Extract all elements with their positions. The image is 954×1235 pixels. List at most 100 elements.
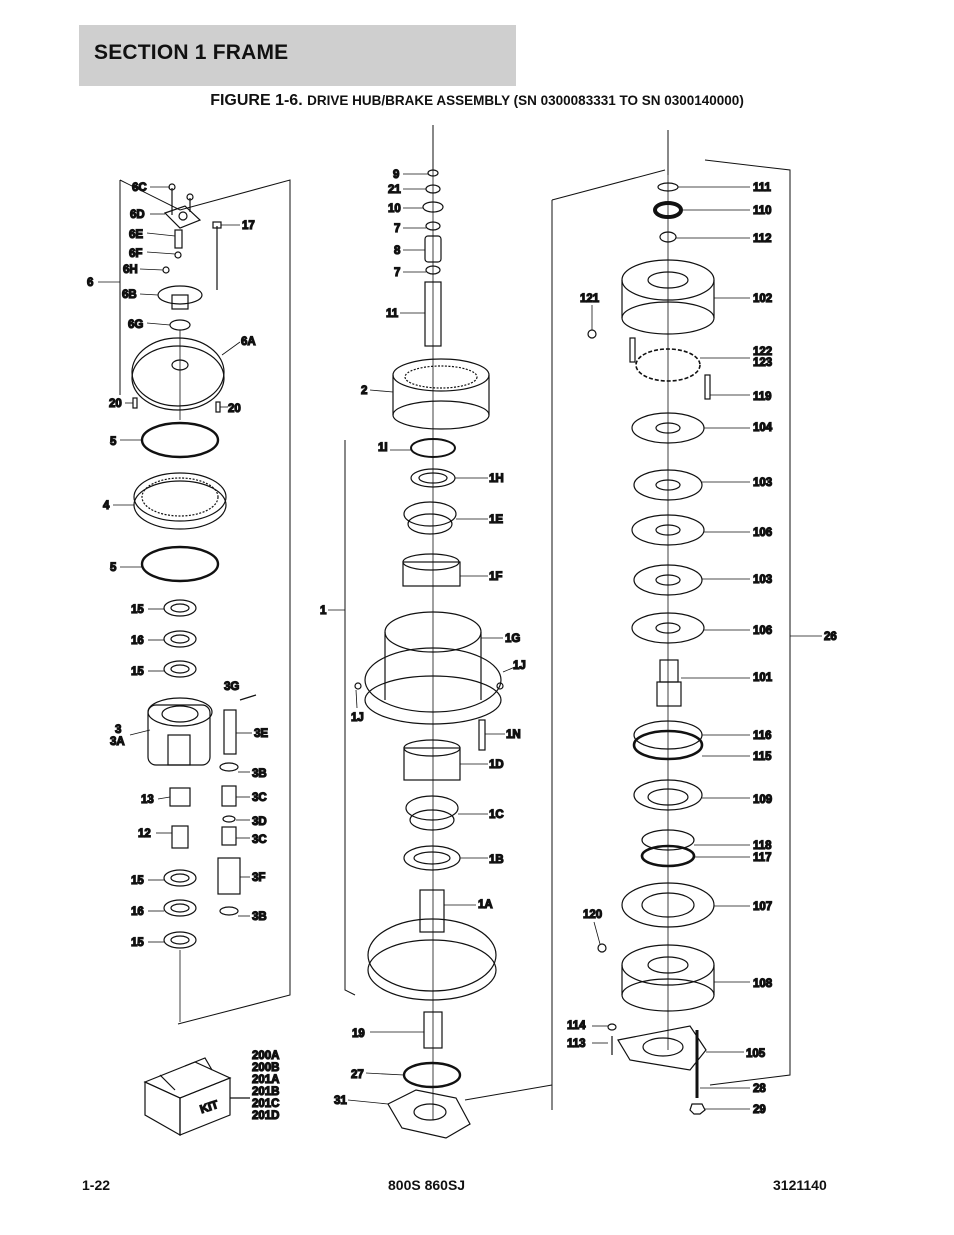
callout-1: 1: [320, 605, 327, 617]
callout-5-lower: 5: [110, 562, 117, 574]
callout-111: 111: [753, 182, 772, 194]
callout-115: 115: [753, 751, 772, 763]
callout-1e: 1E: [489, 514, 503, 526]
callout-27: 27: [351, 1069, 364, 1081]
callout-3b-b: 3B: [252, 911, 267, 923]
callout-labels: 6C 6D 6E 6F 6H 6 6B 6G 17 6A 20 20 5 4 5…: [86, 168, 837, 1122]
callout-120: 120: [583, 909, 602, 921]
callout-107: 107: [753, 901, 772, 913]
callout-7-b: 7: [394, 267, 400, 279]
callout-6c: 6C: [132, 182, 147, 194]
callout-12: 12: [138, 828, 151, 840]
callout-122: 122: [753, 346, 772, 358]
callout-201d: 201D: [252, 1110, 280, 1122]
document-number: 3121140: [773, 1177, 827, 1193]
callout-116: 116: [753, 730, 772, 742]
callout-108: 108: [753, 978, 773, 990]
section-title: SECTION 1 FRAME: [94, 41, 289, 64]
callout-6d: 6D: [130, 209, 145, 221]
callout-114: 114: [567, 1020, 586, 1032]
callout-28: 28: [753, 1083, 766, 1095]
callout-6b: 6B: [122, 289, 137, 301]
callout-3d: 3D: [252, 816, 267, 828]
callout-16-a: 16: [131, 635, 144, 647]
callout-1i: 1I: [378, 442, 388, 454]
callout-2: 2: [361, 385, 367, 397]
callout-9: 9: [393, 169, 399, 181]
callout-1j-right: 1J: [513, 660, 526, 672]
callout-1a: 1A: [478, 899, 493, 911]
callout-113: 113: [567, 1038, 586, 1050]
callout-6e: 6E: [129, 229, 143, 241]
callout-29: 29: [753, 1104, 766, 1116]
callout-1c: 1C: [489, 809, 504, 821]
callout-21: 21: [388, 184, 401, 196]
callout-3a: 3A: [110, 736, 125, 748]
assembly-frame-lines: [119, 125, 791, 1110]
callout-6g: 6G: [128, 319, 143, 331]
model-number: 800S 860SJ: [388, 1177, 466, 1193]
callout-118: 118: [753, 840, 772, 852]
callout-3f: 3F: [252, 872, 265, 884]
callout-102: 102: [753, 293, 772, 305]
callout-6f: 6F: [129, 248, 142, 260]
callout-7-a: 7: [394, 223, 400, 235]
callout-10: 10: [388, 203, 401, 215]
callout-4: 4: [103, 500, 110, 512]
middle-column-parts: [354, 169, 504, 1139]
callout-26: 26: [824, 631, 837, 643]
figure-number: FIGURE 1-6.: [210, 92, 303, 109]
left-column-parts: [131, 183, 257, 1022]
callout-103-a: 103: [753, 477, 772, 489]
callout-17: 17: [242, 220, 255, 232]
kit-box-icon: KIT: [143, 1057, 250, 1137]
callout-3g: 3G: [224, 681, 239, 693]
callout-1d: 1D: [489, 759, 504, 771]
callout-106-b: 106: [753, 625, 772, 637]
callout-15-b: 15: [131, 666, 144, 678]
callout-1j-left: 1J: [351, 712, 364, 724]
kit-label: KIT: [199, 1099, 220, 1116]
callout-leaders: [98, 173, 822, 1110]
callout-200a: 200A: [252, 1050, 280, 1062]
callout-3b-a: 3B: [252, 768, 267, 780]
callout-1b: 1B: [489, 854, 504, 866]
section-header: SECTION 1 FRAME: [79, 25, 516, 86]
callout-121: 121: [580, 293, 600, 305]
callout-16-b: 16: [131, 906, 144, 918]
callout-31: 31: [334, 1095, 347, 1107]
callout-19: 19: [352, 1028, 365, 1040]
callout-6a: 6A: [241, 336, 256, 348]
callout-103-b: 103: [753, 574, 772, 586]
callout-1g: 1G: [505, 633, 520, 645]
callout-5-upper: 5: [110, 436, 117, 448]
callout-104: 104: [753, 422, 773, 434]
callout-109: 109: [753, 794, 772, 806]
right-column-parts: [587, 175, 715, 1115]
callout-6: 6: [87, 277, 93, 289]
callout-110: 110: [753, 205, 772, 217]
callout-15-d: 15: [131, 937, 144, 949]
callout-3: 3: [115, 724, 121, 736]
callout-105: 105: [746, 1048, 766, 1060]
callout-3c-b: 3C: [252, 834, 267, 846]
figure-caption: DRIVE HUB/BRAKE ASSEMBLY (SN 0300083331 …: [307, 93, 744, 108]
callout-201b: 201B: [252, 1086, 280, 1098]
callout-13: 13: [141, 794, 154, 806]
callout-3e: 3E: [254, 728, 268, 740]
figure-title: FIGURE 1-6. DRIVE HUB/BRAKE ASSEMBLY (SN…: [0, 92, 954, 110]
callout-123: 123: [753, 357, 772, 369]
callout-8: 8: [394, 245, 401, 257]
callout-20-right: 20: [228, 403, 241, 415]
callout-101: 101: [753, 672, 773, 684]
callout-117: 117: [753, 852, 772, 864]
callout-6h: 6H: [123, 264, 138, 276]
page-number: 1-22: [82, 1177, 111, 1193]
callout-20-left: 20: [109, 398, 122, 410]
callout-11: 11: [386, 308, 399, 320]
callout-15-a: 15: [131, 604, 144, 616]
callout-106-a: 106: [753, 527, 772, 539]
callout-1n: 1N: [506, 729, 521, 741]
callout-200b: 200B: [252, 1062, 280, 1074]
